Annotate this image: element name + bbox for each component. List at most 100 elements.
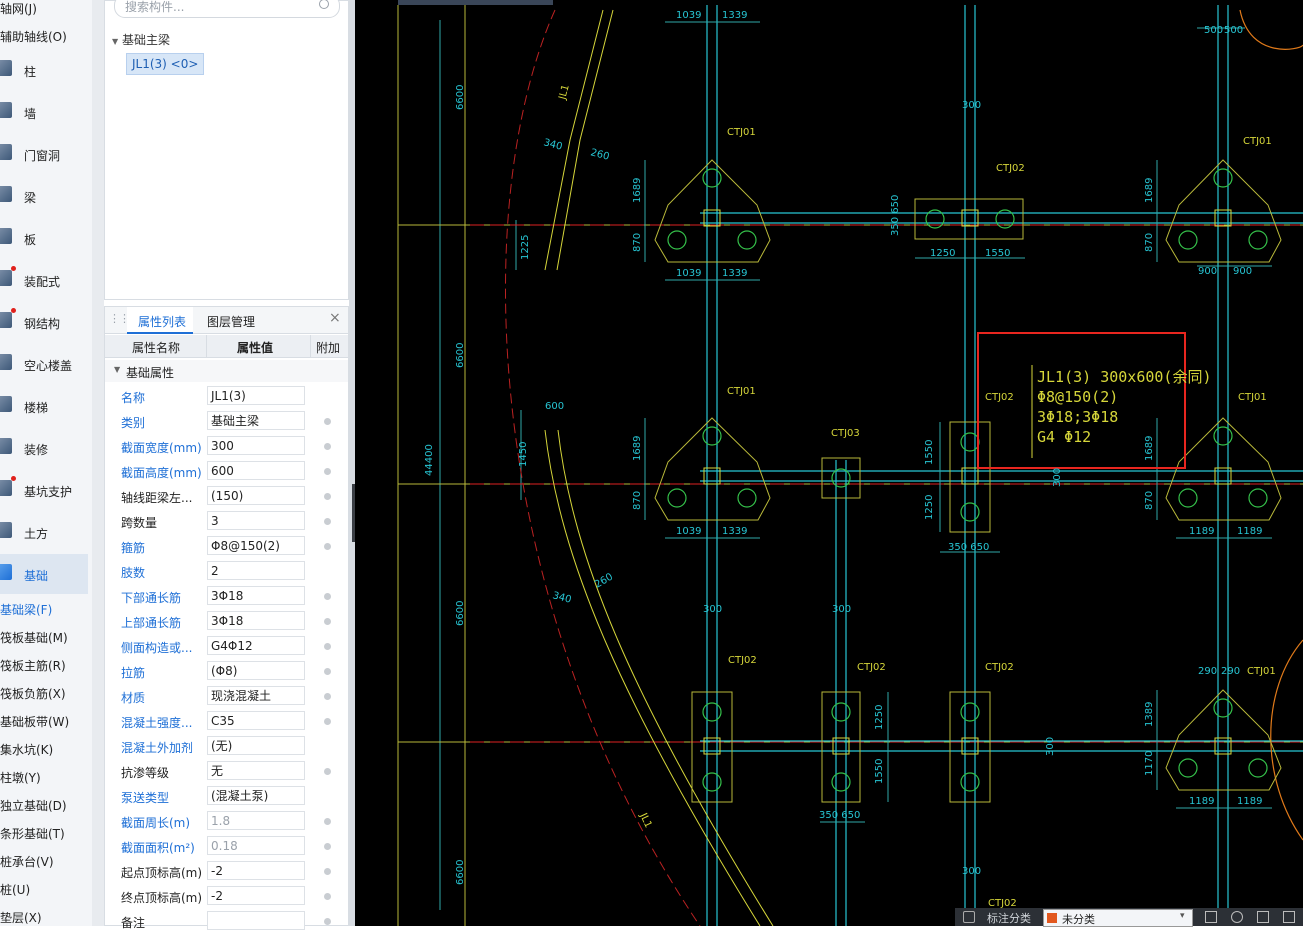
property-group-header[interactable]: ▼ 基础属性: [105, 360, 348, 382]
nav-item-5[interactable]: 装配式: [0, 260, 88, 300]
property-value-field[interactable]: [207, 911, 305, 930]
category-select[interactable]: 未分类 ▾: [1043, 909, 1193, 927]
cad-viewport[interactable]: JL1(3) 300x600(余同) Φ8@150(2) 3Φ18;3Φ18 G…: [355, 0, 1303, 926]
property-value-field[interactable]: (150): [207, 486, 305, 505]
nav-subitem-3[interactable]: 筏板负筋(X): [0, 687, 66, 701]
extra-toggle-icon[interactable]: [324, 418, 331, 425]
extra-toggle-icon[interactable]: [324, 543, 331, 550]
dim-350-650-a: 350 650: [948, 542, 989, 553]
nav-subitem-0[interactable]: 基础梁(F): [0, 603, 53, 617]
nav-subitem-1[interactable]: 筏板基础(M): [0, 631, 68, 645]
nav-aux-axis[interactable]: 辅助轴线(O): [0, 30, 67, 44]
dim-600: 600: [545, 401, 564, 412]
nav-subitem-11[interactable]: 垫层(X): [0, 911, 42, 925]
extra-toggle-icon[interactable]: [324, 593, 331, 600]
extra-toggle-icon[interactable]: [324, 893, 331, 900]
extra-toggle-icon[interactable]: [324, 918, 331, 925]
nav-subitem-10[interactable]: 桩(U): [0, 883, 31, 897]
close-icon[interactable]: ×: [329, 310, 341, 326]
nav-item-7[interactable]: 空心楼盖: [0, 344, 88, 384]
search-placeholder: 搜索构件...: [125, 0, 185, 14]
property-value-field[interactable]: JL1(3): [207, 386, 305, 405]
property-name: 混凝土外加剂: [121, 741, 194, 755]
nav-item-11[interactable]: 土方: [0, 512, 88, 552]
search-input[interactable]: 搜索构件...: [114, 0, 340, 18]
extra-toggle-icon[interactable]: [324, 693, 331, 700]
property-value-field[interactable]: 600: [207, 461, 305, 480]
nav-subitem-7[interactable]: 独立基础(D): [0, 799, 67, 813]
extra-toggle-icon[interactable]: [324, 443, 331, 450]
tree-group-header[interactable]: ▼ 基础主梁: [112, 31, 170, 48]
property-value-field[interactable]: 0.18: [207, 836, 305, 855]
search-icon[interactable]: [319, 0, 329, 9]
collapse-triangle-icon[interactable]: ▼: [114, 365, 121, 374]
property-value-field[interactable]: 无: [207, 761, 305, 780]
nav-subitem-9[interactable]: 桩承台(V): [0, 855, 54, 869]
property-value-field[interactable]: 1.8: [207, 811, 305, 830]
property-value-field[interactable]: Φ8@150(2): [207, 536, 305, 555]
nav-item-10[interactable]: 基坑支护: [0, 470, 88, 510]
property-value-field[interactable]: 基础主梁: [207, 411, 305, 430]
dim-1039-a: 1039: [676, 10, 701, 21]
drag-handle-icon[interactable]: ⋮⋮: [109, 312, 130, 325]
edit-icon[interactable]: [1205, 911, 1217, 923]
extra-toggle-icon[interactable]: [324, 618, 331, 625]
nav-item-9[interactable]: 装修: [0, 428, 88, 468]
extra-toggle-icon[interactable]: [324, 718, 331, 725]
collapse-triangle-icon[interactable]: ▼: [112, 37, 119, 46]
property-value-field[interactable]: 3Φ18: [207, 586, 305, 605]
nav-item-12[interactable]: 基础: [0, 554, 88, 594]
nav-item-2[interactable]: 门窗洞: [0, 134, 88, 174]
property-value-field[interactable]: (无): [207, 736, 305, 755]
nav-item-1[interactable]: 墙: [0, 92, 88, 132]
cad-drawing[interactable]: JL1(3) 300x600(余同) Φ8@150(2) 3Φ18;3Φ18 G…: [355, 0, 1303, 926]
property-value-field[interactable]: 2: [207, 561, 305, 580]
extra-toggle-icon[interactable]: [324, 868, 331, 875]
property-name: 材质: [121, 691, 146, 705]
tree-item-selected[interactable]: JL1(3) <0>: [126, 53, 205, 75]
nav-item-8[interactable]: 楼梯: [0, 386, 88, 426]
extra-toggle-icon[interactable]: [324, 468, 331, 475]
nav-axis-grid[interactable]: 轴网(J): [0, 2, 37, 16]
notification-dot: [11, 266, 16, 271]
nav-subitem-8[interactable]: 条形基础(T): [0, 827, 65, 841]
copy-icon[interactable]: [1257, 911, 1269, 923]
nav-item-3[interactable]: 梁: [0, 176, 88, 216]
property-value-field[interactable]: G4Φ12: [207, 636, 305, 655]
layers-icon[interactable]: [963, 911, 975, 923]
extra-toggle-icon[interactable]: [324, 843, 331, 850]
extra-toggle-icon[interactable]: [324, 518, 331, 525]
extra-toggle-icon[interactable]: [324, 493, 331, 500]
extra-toggle-icon[interactable]: [324, 818, 331, 825]
nav-subitem-6[interactable]: 柱墩(Y): [0, 771, 41, 785]
nav-subitem-4[interactable]: 基础板带(W): [0, 715, 70, 729]
nav-item-0[interactable]: 柱: [0, 50, 88, 90]
panel-splitter[interactable]: [92, 0, 104, 926]
property-value-field[interactable]: 3Φ18: [207, 611, 305, 630]
property-value-field[interactable]: C35: [207, 711, 305, 730]
nav-subitem-2[interactable]: 筏板主筋(R): [0, 659, 66, 673]
nav-item-4[interactable]: 板: [0, 218, 88, 258]
dim-340-b: 340: [551, 590, 572, 606]
nav-item-6[interactable]: 钢结构: [0, 302, 88, 342]
property-value-field[interactable]: -2: [207, 886, 305, 905]
tab-layer-manage[interactable]: 图层管理: [207, 315, 256, 329]
nav-subitem-5[interactable]: 集水坑(K): [0, 743, 54, 757]
extra-toggle-icon[interactable]: [324, 668, 331, 675]
property-value-field[interactable]: 3: [207, 511, 305, 530]
move-icon[interactable]: [1231, 911, 1243, 923]
property-value-field[interactable]: -2: [207, 861, 305, 880]
cad-label-jl1-b: JL1: [637, 811, 654, 830]
property-value-field[interactable]: (混凝土泵): [207, 786, 305, 805]
tab-property-list[interactable]: 属性列表: [138, 315, 187, 329]
property-value-field[interactable]: (Φ8): [207, 661, 305, 680]
extra-toggle-icon[interactable]: [324, 643, 331, 650]
property-value-field[interactable]: 现浇混凝土: [207, 686, 305, 705]
property-value-field[interactable]: 300: [207, 436, 305, 455]
delete-icon[interactable]: [1283, 911, 1295, 923]
cad-annotation-line-4: G4 Φ12: [1037, 428, 1091, 446]
dim-300-f: 300: [1045, 737, 1056, 756]
property-row: 起点顶标高(m)-2: [105, 859, 348, 884]
extra-toggle-icon[interactable]: [324, 768, 331, 775]
slab-icon: [0, 228, 12, 244]
